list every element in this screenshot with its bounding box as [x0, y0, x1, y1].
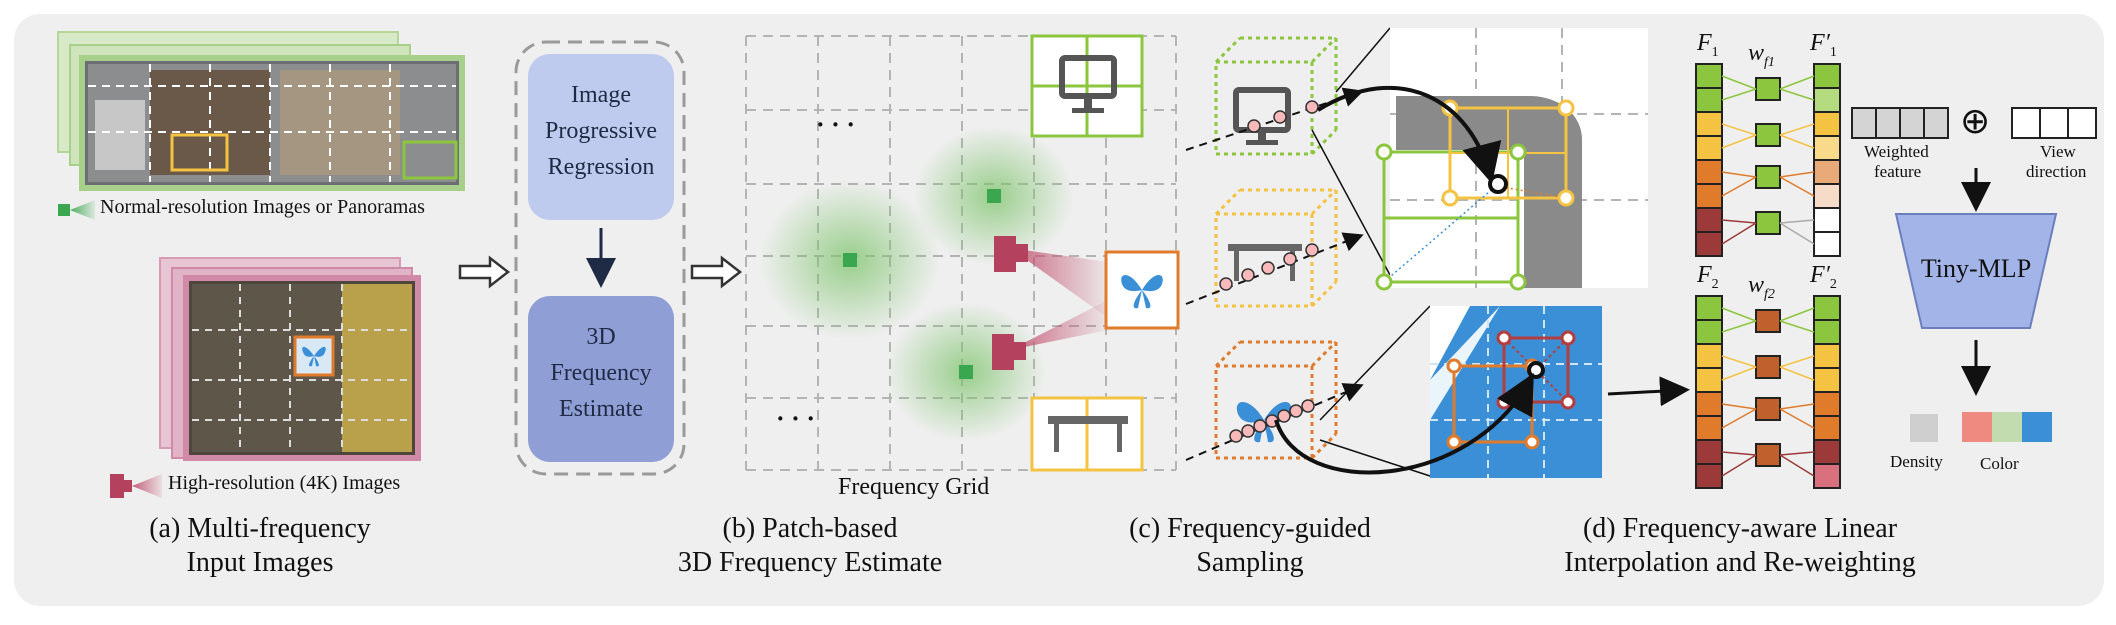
label-f1: F1: [1697, 30, 1719, 60]
caption-a-line2: Input Images: [186, 547, 334, 578]
feature-column-f1-prime: [1813, 63, 1841, 257]
weighted-feature-label-2: feature: [1874, 162, 1922, 181]
table-cube: [1214, 188, 1338, 308]
box-estimate-line2: Frequency: [550, 360, 652, 386]
label-f2-prime: F′2: [1810, 262, 1837, 292]
box-estimate-line3: Estimate: [559, 396, 643, 422]
caption-b-line2: 3D Frequency Estimate: [677, 547, 943, 578]
zoom-panel-monitor: [1375, 28, 1648, 291]
arc-butterfly: [1274, 372, 1534, 475]
label-f1-prime: F′1: [1810, 30, 1837, 60]
caption-a-line1: (a) Multi-frequency: [149, 513, 371, 544]
green-glow-3: [886, 302, 1046, 442]
box-estimate-line1: 3D: [586, 324, 616, 350]
progressive-estimate-panel: [514, 40, 686, 476]
box-regression-line3: Regression: [547, 154, 655, 180]
legend-high-res: [110, 474, 162, 498]
butterfly-cube: [1214, 340, 1338, 460]
weighted-feature-label-1: Weighted: [1864, 142, 1929, 161]
connect-lines-2: [1721, 307, 1815, 477]
frequency-grid-label: Frequency Grid: [838, 474, 990, 500]
label-normal-res: Normal-resolution Images or Panoramas: [100, 196, 425, 218]
feature-column-f1: [1695, 63, 1723, 257]
butterfly-icon-c: [1236, 401, 1292, 443]
zoom-line-4: [1319, 439, 1431, 477]
ray-butterfly: [1185, 383, 1364, 461]
arrow-to-features: [1607, 376, 1690, 407]
butterfly-patch: [1104, 250, 1180, 330]
green-glow-1: [760, 180, 940, 340]
connect-lines-1: [1721, 75, 1815, 245]
ellipsis-top: · · ·: [816, 110, 856, 139]
arrow-a-to-b: [458, 255, 511, 289]
feature-column-f2-prime: [1813, 295, 1841, 489]
caption-b-line1: (b) Patch-based: [722, 513, 898, 544]
color-swatch-green: [1992, 412, 2022, 442]
table-patch: [1030, 396, 1144, 472]
oplus-symbol: ⊕: [1960, 101, 1991, 141]
tiny-mlp-label: Tiny-MLP: [1920, 254, 2032, 283]
pink-camera-2: [992, 300, 1108, 370]
arc-monitor: [1316, 85, 1502, 184]
weighted-feature-vector: [1851, 107, 1949, 139]
label-high-res: High-resolution (4K) Images: [168, 472, 401, 494]
caption-d-line2: Interpolation and Re-weighting: [1564, 547, 1916, 578]
ellipsis-bottom: · · ·: [776, 404, 816, 433]
caption-d-line1: (d) Frequency-aware Linear: [1582, 513, 1898, 544]
ray-table: [1185, 232, 1364, 305]
arrow-to-grid: [690, 255, 743, 289]
green-glow-2: [914, 126, 1074, 266]
label-wf1: wf1: [1748, 40, 1775, 70]
zoom-line-1: [1335, 27, 1391, 93]
density-label: Density: [1890, 452, 1943, 471]
monitor-patch: [1030, 34, 1144, 138]
samples-table: [1219, 243, 1319, 291]
zoom-line-3: [1319, 305, 1431, 421]
high-res-image-stack: [159, 257, 421, 461]
monitor-icon-c: [1233, 87, 1291, 145]
pink-camera-1: [994, 236, 1108, 318]
color-swatch-blue: [2022, 412, 2052, 442]
monitor-cube: [1214, 36, 1338, 156]
tiny-mlp-block: [1894, 213, 2058, 329]
image-progressive-regression-box: [528, 54, 674, 220]
box-regression-line2: Progressive: [545, 118, 657, 144]
view-direction-label-1: View: [2040, 142, 2076, 161]
ray-monitor: [1185, 87, 1364, 151]
legend-normal-res: [58, 200, 95, 220]
color-label: Color: [1980, 454, 2019, 473]
view-direction-label-2: direction: [2026, 162, 2087, 181]
caption-c-line1: (c) Frequency-guided: [1129, 513, 1371, 544]
weights-wf2: [1755, 309, 1781, 467]
color-swatch-red: [1962, 412, 1992, 442]
box-regression-line1: Image: [571, 82, 631, 108]
normal-res-image-stack: [57, 31, 465, 191]
view-direction-vector: [2011, 107, 2097, 139]
zoom-line-2: [1311, 129, 1391, 276]
density-swatch: [1910, 414, 1938, 442]
table-icon-c: [1228, 244, 1302, 281]
samples-monitor: [1247, 100, 1319, 133]
caption-c-line2: Sampling: [1196, 547, 1304, 578]
samples-butterfly: [1229, 399, 1315, 443]
label-wf2: wf2: [1748, 272, 1775, 302]
label-f2: F2: [1697, 262, 1719, 292]
feature-column-f2: [1695, 295, 1723, 489]
frequency-estimate-box: [528, 296, 674, 462]
